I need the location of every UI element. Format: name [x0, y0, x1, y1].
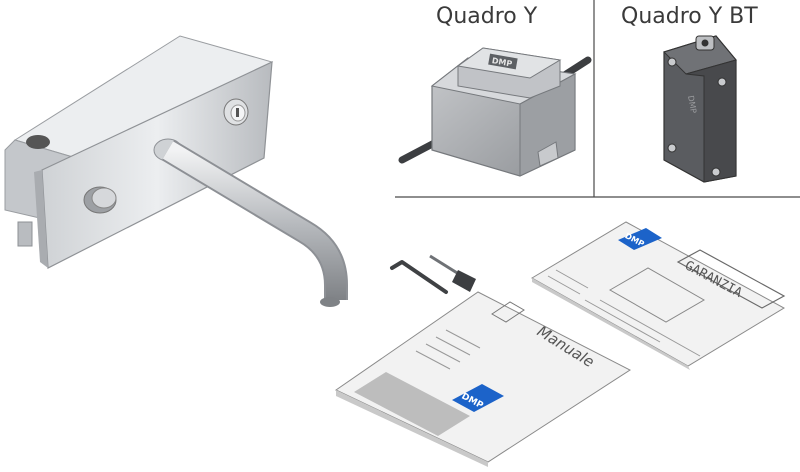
quadro-y-bt-logo: DMP: [686, 95, 698, 114]
quadro-y-bt-label: Quadro Y BT: [621, 4, 758, 29]
quadro-y-box: DMP: [398, 47, 592, 177]
quadro-y-bt-box: DMP: [663, 35, 737, 183]
quadro-y-logo: DMP: [491, 56, 513, 68]
screwdriver-tool: [429, 254, 476, 292]
manual-booklet: DMP Manuale: [335, 291, 631, 467]
quadro-y-label: Quadro Y: [436, 4, 538, 29]
allen-key-tool: [390, 260, 448, 294]
wall-mixer-faucet: [4, 35, 348, 307]
